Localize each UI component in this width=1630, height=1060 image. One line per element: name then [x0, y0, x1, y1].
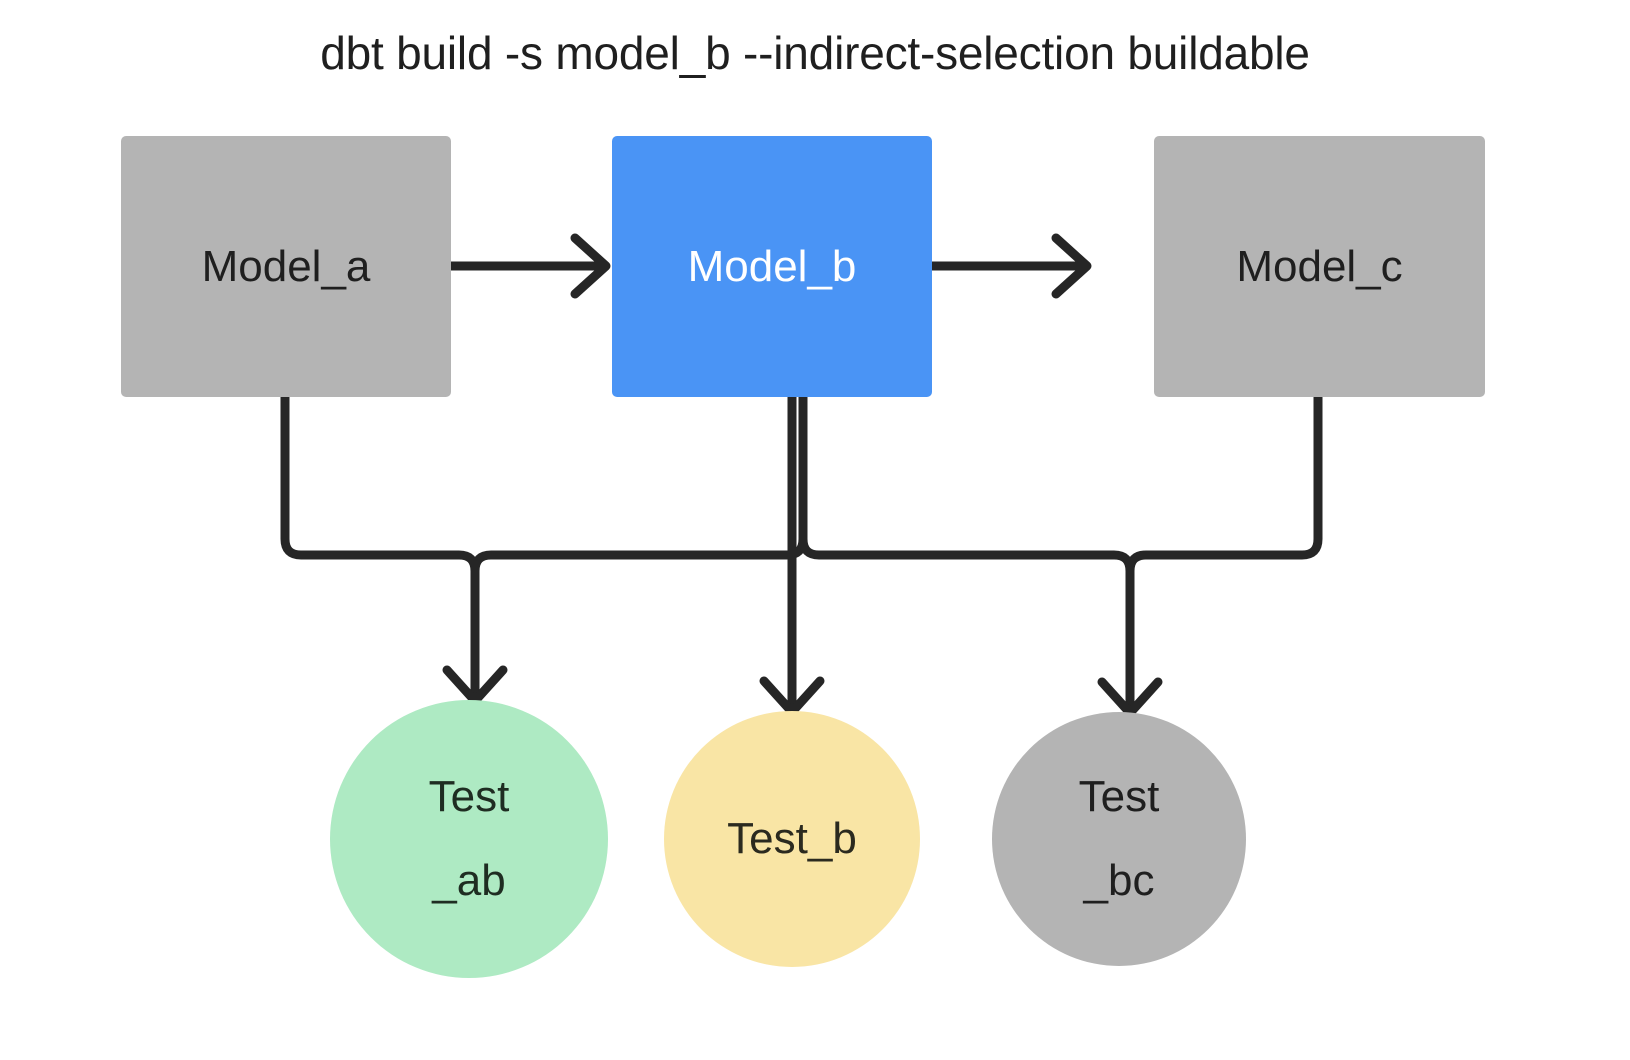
arrowhead-test-b	[759, 605, 825, 717]
node-test-b[interactable]: Test_b	[664, 711, 920, 967]
edge-model-a-to-model-b	[451, 233, 611, 299]
arrowhead-test-bc	[1097, 605, 1163, 718]
arrowhead-test-ab	[442, 605, 508, 706]
node-test-ab-label-line2: _ab	[432, 856, 506, 905]
edge-model-c-to-test-bc	[1125, 397, 1323, 605]
node-test-ab-label-line1: Test	[428, 772, 510, 822]
node-model-a-label: Model_a	[201, 241, 371, 291]
node-test-bc[interactable]: Test _bc	[992, 712, 1246, 966]
node-model-c[interactable]: Model_c	[1154, 136, 1485, 397]
edge-model-b-to-test-ab	[470, 397, 808, 605]
node-model-c-label: Model_c	[1236, 241, 1403, 291]
edge-model-a-to-test-ab	[280, 397, 480, 605]
node-test-bc-label-line1: Test	[1078, 772, 1160, 822]
edge-model-b-to-model-c	[932, 233, 1092, 299]
node-model-b-label: Model_b	[687, 241, 857, 291]
node-model-b[interactable]: Model_b	[612, 136, 932, 397]
node-test-ab[interactable]: Test _ab	[330, 700, 608, 978]
diagram-title: dbt build -s model_b --indirect-selectio…	[320, 27, 1310, 79]
node-test-b-label-line1: Test_b	[727, 814, 857, 864]
edge-model-b-to-test-bc	[798, 397, 1135, 605]
node-model-a[interactable]: Model_a	[121, 136, 451, 397]
node-test-bc-label-line2: _bc	[1083, 856, 1155, 905]
